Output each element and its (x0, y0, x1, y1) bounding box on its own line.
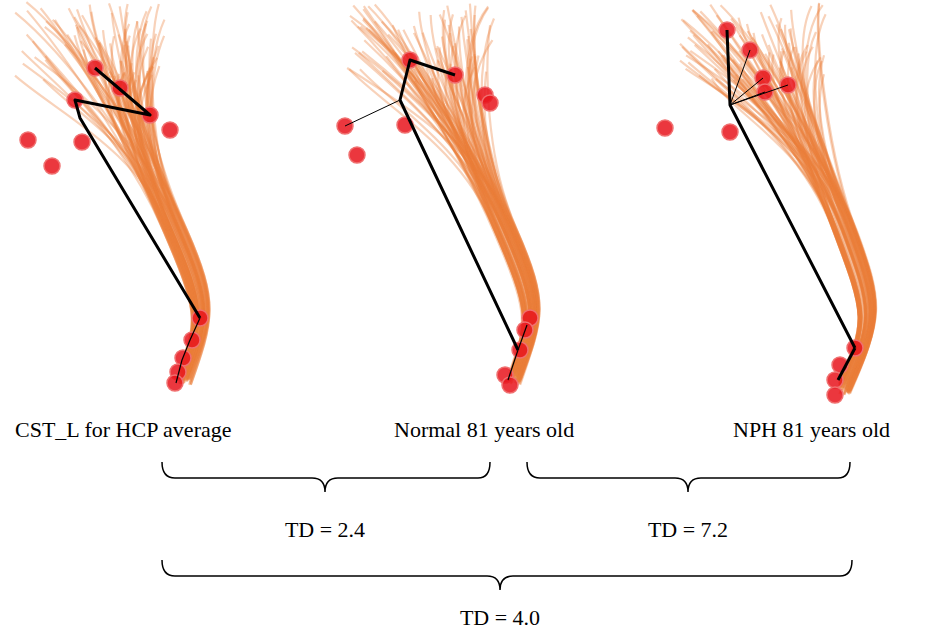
streamline (819, 74, 872, 387)
brackets (162, 462, 852, 590)
streamline (69, 8, 198, 383)
tract-streamlines (15, 2, 876, 395)
streamline (731, 19, 870, 382)
distance-label: TD = 4.0 (460, 606, 540, 630)
tree-edge (727, 30, 855, 348)
streamline (74, 17, 202, 373)
tree-edge (518, 325, 527, 350)
node-dot (349, 147, 365, 163)
streamline (695, 45, 866, 394)
streamline (728, 57, 875, 391)
streamline (137, 21, 208, 371)
streamline (395, 53, 537, 380)
streamline (436, 48, 535, 382)
streamline (137, 58, 194, 372)
panel-label: Normal 81 years old (394, 418, 574, 442)
streamline (769, 45, 871, 393)
streamline (45, 27, 210, 385)
streamline (426, 68, 529, 374)
bracket (162, 560, 852, 590)
streamline (382, 22, 535, 382)
distance-label: TD = 2.4 (285, 518, 365, 542)
streamline (26, 2, 202, 373)
node-dot (162, 122, 178, 138)
streamline (461, 17, 536, 380)
streamline (403, 30, 528, 372)
streamline (41, 8, 197, 379)
streamline (748, 31, 873, 390)
streamline (136, 11, 197, 384)
streamline (369, 30, 534, 377)
tree-edge (730, 78, 763, 105)
node-dot (20, 132, 36, 148)
streamline (117, 74, 195, 373)
streamline (350, 16, 535, 381)
tree-edge (400, 60, 518, 350)
tree-edge (176, 318, 200, 383)
streamline (15, 13, 199, 371)
tree-edge (508, 350, 518, 380)
node-dot (827, 387, 843, 403)
streamline (712, 79, 861, 384)
streamline (95, 37, 207, 378)
distance-label: TD = 7.2 (648, 518, 728, 542)
tree-edge (75, 68, 200, 318)
node-dot (44, 158, 60, 174)
node-dot (74, 134, 90, 150)
streamline (752, 37, 872, 391)
streamline (776, 24, 875, 382)
streamline (22, 51, 196, 379)
tree-edge (730, 85, 788, 105)
bracket (162, 462, 490, 492)
node-dot (167, 375, 183, 391)
streamline (119, 35, 206, 380)
tree-edge (838, 348, 855, 380)
panel-label: NPH 81 years old (733, 418, 890, 442)
streamline (46, 21, 206, 372)
bracket (527, 462, 850, 492)
streamline (368, 6, 530, 375)
streamline (791, 67, 871, 393)
node-dot (657, 120, 673, 136)
streamline (680, 44, 859, 387)
streamline (680, 61, 866, 383)
streamline (781, 29, 875, 391)
panel-label: CST_L for HCP average (15, 418, 232, 442)
streamline (363, 20, 528, 380)
node-dot (502, 377, 518, 393)
streamline (98, 40, 209, 371)
streamline (721, 5, 874, 386)
node-dot (482, 95, 498, 111)
streamline (386, 56, 530, 370)
node-dot (722, 124, 738, 140)
tree-edge (345, 100, 400, 126)
tree-overlay (20, 22, 863, 403)
streamline (363, 9, 523, 378)
